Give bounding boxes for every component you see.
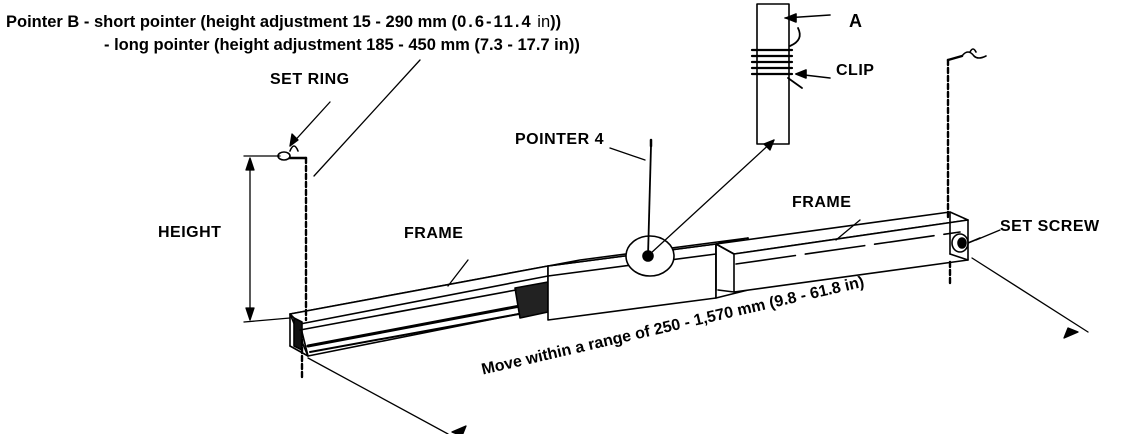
- label-a: A: [849, 11, 863, 31]
- right-frame: [715, 211, 969, 293]
- left-frame: [289, 265, 549, 357]
- label-height: HEIGHT: [158, 224, 222, 241]
- right-pointer-rod: [946, 48, 987, 286]
- range-dimension: [307, 257, 1089, 434]
- header-line-1-prefix: Pointer B - short pointer (height adjust…: [6, 13, 458, 31]
- header-line-1-unit: in: [537, 13, 551, 31]
- header-line-1-suffix: )): [550, 13, 562, 31]
- label-set-ring: SET RING: [270, 71, 350, 88]
- set-screw: [951, 233, 981, 253]
- label-clip: CLIP: [836, 62, 875, 79]
- header-line-2: - long pointer (height adjustment 185 - …: [104, 36, 580, 54]
- header-line-1: Pointer B - short pointer (height adjust…: [6, 13, 561, 32]
- label-set-screw: SET SCREW: [1000, 218, 1100, 235]
- label-frame-left: FRAME: [404, 225, 464, 242]
- pointer4-hub: [625, 138, 675, 277]
- height-dimension: [243, 155, 291, 323]
- label-frame-right: FRAME: [792, 194, 852, 211]
- left-pointer-rod: [277, 145, 308, 380]
- leader-lines: [289, 59, 1001, 287]
- label-pointer-4: POINTER 4: [515, 131, 604, 148]
- header-line-1-value: 0.6-11.4: [457, 13, 533, 31]
- detail-a-clip: [750, 3, 831, 145]
